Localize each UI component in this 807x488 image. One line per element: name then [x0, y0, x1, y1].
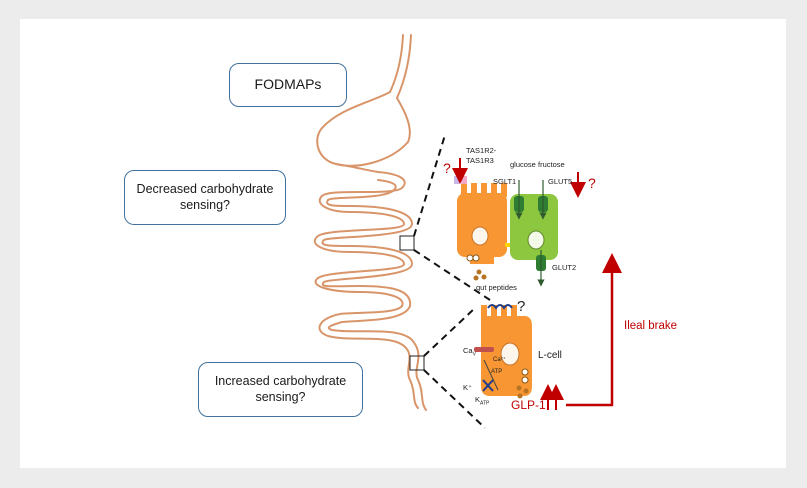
- zoom-guides: [413, 134, 491, 429]
- tas1r2-label: TAS1R2-: [466, 146, 497, 155]
- increased-sensing-label: Increased carbohydrate sensing?: [214, 373, 347, 404]
- decreased-sensing-box: Decreased carbohydrate sensing?: [124, 170, 286, 225]
- l-cell-label: L-cell: [538, 350, 562, 361]
- k-atp-text: K: [475, 395, 481, 404]
- ileal-brake-label: Ileal brake: [624, 320, 678, 332]
- gut-outline: [313, 34, 427, 411]
- receptor-question: ?: [443, 160, 451, 176]
- lower-zoom-square: [409, 355, 425, 371]
- ca-v-text: Ca: [463, 346, 473, 355]
- fodmaps-label: FODMAPs: [254, 76, 322, 93]
- glut5-question: ?: [588, 175, 596, 191]
- upper-zoom-square: [399, 235, 415, 251]
- ileal-brake-arrow: [566, 253, 622, 407]
- receptor-question-lower: ?: [517, 298, 526, 315]
- figure-canvas: [20, 19, 786, 468]
- glut5-label: GLUT5: [548, 177, 573, 186]
- glucose-label: glucose: [510, 160, 536, 169]
- upper-orange-cell: [454, 176, 507, 281]
- ca-v-sub: V: [472, 351, 476, 358]
- k-atp-sub: ATP: [480, 400, 490, 407]
- k-atp-label: KATP: [475, 395, 489, 407]
- sglt1-label: SGLT1: [493, 177, 517, 186]
- glut2-label: GLUT2: [552, 263, 577, 272]
- increased-sensing-box: Increased carbohydrate sensing?: [198, 362, 363, 417]
- glp1-label: GLP-1: [511, 398, 546, 412]
- transport-arrows: [515, 180, 547, 287]
- gut-peptides-label: gut peptides: [476, 283, 517, 292]
- decreased-sensing-label: Decreased carbohydrate sensing?: [136, 181, 274, 212]
- upper-green-cell: [510, 194, 558, 271]
- lower-l-cell: [474, 304, 532, 399]
- atp-label: ATP: [491, 369, 503, 375]
- fodmaps-box: FODMAPs: [229, 63, 347, 107]
- ca-v-label: CaV: [463, 346, 476, 358]
- fructose-label: fructose: [538, 160, 565, 169]
- k-plus-label: K⁺: [463, 383, 472, 392]
- tas1r3-label: TAS1R3: [466, 156, 494, 165]
- ca-inner-label: Ca²⁺: [493, 357, 506, 363]
- tight-junction: [505, 243, 511, 247]
